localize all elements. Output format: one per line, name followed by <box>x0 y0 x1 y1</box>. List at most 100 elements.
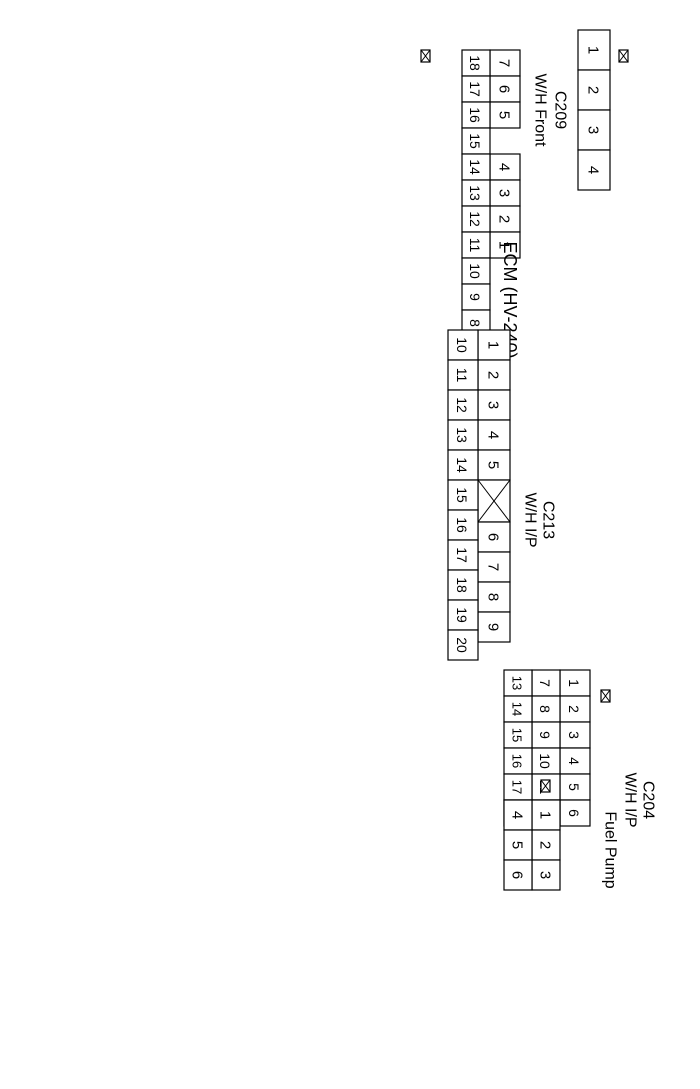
c213-pin: 6 <box>477 521 511 553</box>
pin-label: 10 <box>467 263 483 279</box>
c203-pin: 2 <box>489 205 521 233</box>
c213-pin: 18 <box>447 569 479 601</box>
c203-pin: 4 <box>489 153 521 181</box>
pin-label: 5 <box>509 841 526 849</box>
pin-label: 6 <box>496 85 513 93</box>
c209-pin: 4 <box>577 149 611 191</box>
c204-pin: 16 <box>503 747 533 775</box>
pin-label: 14 <box>510 702 525 716</box>
c203-pin: 14 <box>461 153 491 181</box>
c204-id: C204 <box>640 781 657 819</box>
pin-label: 17 <box>510 780 525 794</box>
c203-pin: 15 <box>461 127 491 155</box>
pin-label: 2 <box>566 705 582 713</box>
c204-pin: 14 <box>503 695 533 723</box>
pin-label: 12 <box>467 211 483 227</box>
pin-label: 18 <box>454 577 470 593</box>
pin-label: 3 <box>537 871 554 879</box>
pin-label: 8 <box>467 319 483 327</box>
pin-label: 9 <box>537 731 553 739</box>
c213-pin: 5 <box>477 449 511 481</box>
c204-pin: 8 <box>531 695 561 723</box>
c213-pin: 19 <box>447 599 479 631</box>
c203-pin: 5 <box>489 101 521 129</box>
c213-pin: 1 <box>477 329 511 361</box>
c213-pin: 8 <box>477 581 511 613</box>
pin-label: 4 <box>485 431 502 439</box>
c204-pin: 15 <box>503 721 533 749</box>
c203-pin: 13 <box>461 179 491 207</box>
c213-pin: 15 <box>447 479 479 511</box>
pin-label: 1 <box>585 46 602 54</box>
pin-label: 19 <box>454 607 470 623</box>
pin-label: 5 <box>496 111 513 119</box>
pin-label: 3 <box>566 731 582 739</box>
c213-pin: 17 <box>447 539 479 571</box>
pin-label: 4 <box>496 163 513 171</box>
c213-pin: 4 <box>477 419 511 451</box>
c204-pin: 10 <box>531 747 561 775</box>
c213-pin: 3 <box>477 389 511 421</box>
c204-pin: 7 <box>531 669 561 697</box>
pin-label: 11 <box>467 238 483 253</box>
pin-label: 2 <box>585 86 602 94</box>
c203-pin: 7 <box>489 49 521 77</box>
pin-label: 10 <box>537 753 553 769</box>
c213-pin: 13 <box>447 419 479 451</box>
pin-label: 13 <box>467 185 483 201</box>
fuel-pump-label: Fuel Pump <box>602 811 619 888</box>
pin-label: 17 <box>454 547 470 563</box>
c209-harness: W/H Front <box>532 74 549 147</box>
pin-label: 13 <box>454 427 470 443</box>
c204-harness: W/H I/P <box>622 772 639 827</box>
connector-key-icon <box>600 689 611 703</box>
c213-id: C213 <box>540 501 557 539</box>
c203-pin: 3 <box>489 179 521 207</box>
c203-pin: 16 <box>461 101 491 129</box>
pin-label: 4 <box>566 757 582 765</box>
pin-label: 14 <box>454 457 470 473</box>
pin-label: 16 <box>454 517 470 533</box>
c203-pin: 11 <box>461 231 491 259</box>
c209-id: C209 <box>552 91 569 129</box>
c204-pin: 4 <box>559 747 591 775</box>
pin-label: 9 <box>485 623 502 631</box>
c203-pin: 1 <box>489 231 521 259</box>
pin-label: 14 <box>467 159 483 175</box>
pin-label: 1 <box>537 811 554 819</box>
c204-pin: 13 <box>503 669 533 697</box>
pin-label: 1 <box>485 341 502 349</box>
fuel-pump-pin: 6 <box>503 859 533 891</box>
connector-c204: 123456789101112131415161718C204W/H I/P <box>503 669 657 828</box>
pin-label: 8 <box>537 705 553 713</box>
pin-label: 17 <box>467 81 483 97</box>
pin-label: 3 <box>585 126 602 134</box>
pin-label: 7 <box>485 563 502 571</box>
c204-pin: 5 <box>559 773 591 801</box>
pin-label: 3 <box>485 401 502 409</box>
pin-label: 15 <box>510 728 525 742</box>
fuel-pump-pin: 1 <box>531 799 561 831</box>
c204-pin: 6 <box>559 799 591 827</box>
c213-pin: 7 <box>477 551 511 583</box>
c203-pin: 10 <box>461 257 491 285</box>
pin-label: 7 <box>537 679 553 687</box>
c203-pin: 12 <box>461 205 491 233</box>
connector-key-icon <box>618 49 629 63</box>
fuel-pump-pin: 5 <box>503 829 533 861</box>
pin-label: 4 <box>585 166 602 174</box>
c213-pin: 16 <box>447 509 479 541</box>
pin-label: 1 <box>566 679 582 687</box>
pin-label: 12 <box>454 397 470 413</box>
pin-label: 8 <box>485 593 502 601</box>
c213-pin: 11 <box>447 359 479 391</box>
pin-label: 9 <box>467 293 483 301</box>
ecm-label: ECM (HV-240) <box>500 241 520 358</box>
c204-pin: 3 <box>559 721 591 749</box>
connector-key-icon <box>420 49 431 63</box>
pin-label: 11 <box>454 368 470 383</box>
pin-label: 5 <box>485 461 502 469</box>
